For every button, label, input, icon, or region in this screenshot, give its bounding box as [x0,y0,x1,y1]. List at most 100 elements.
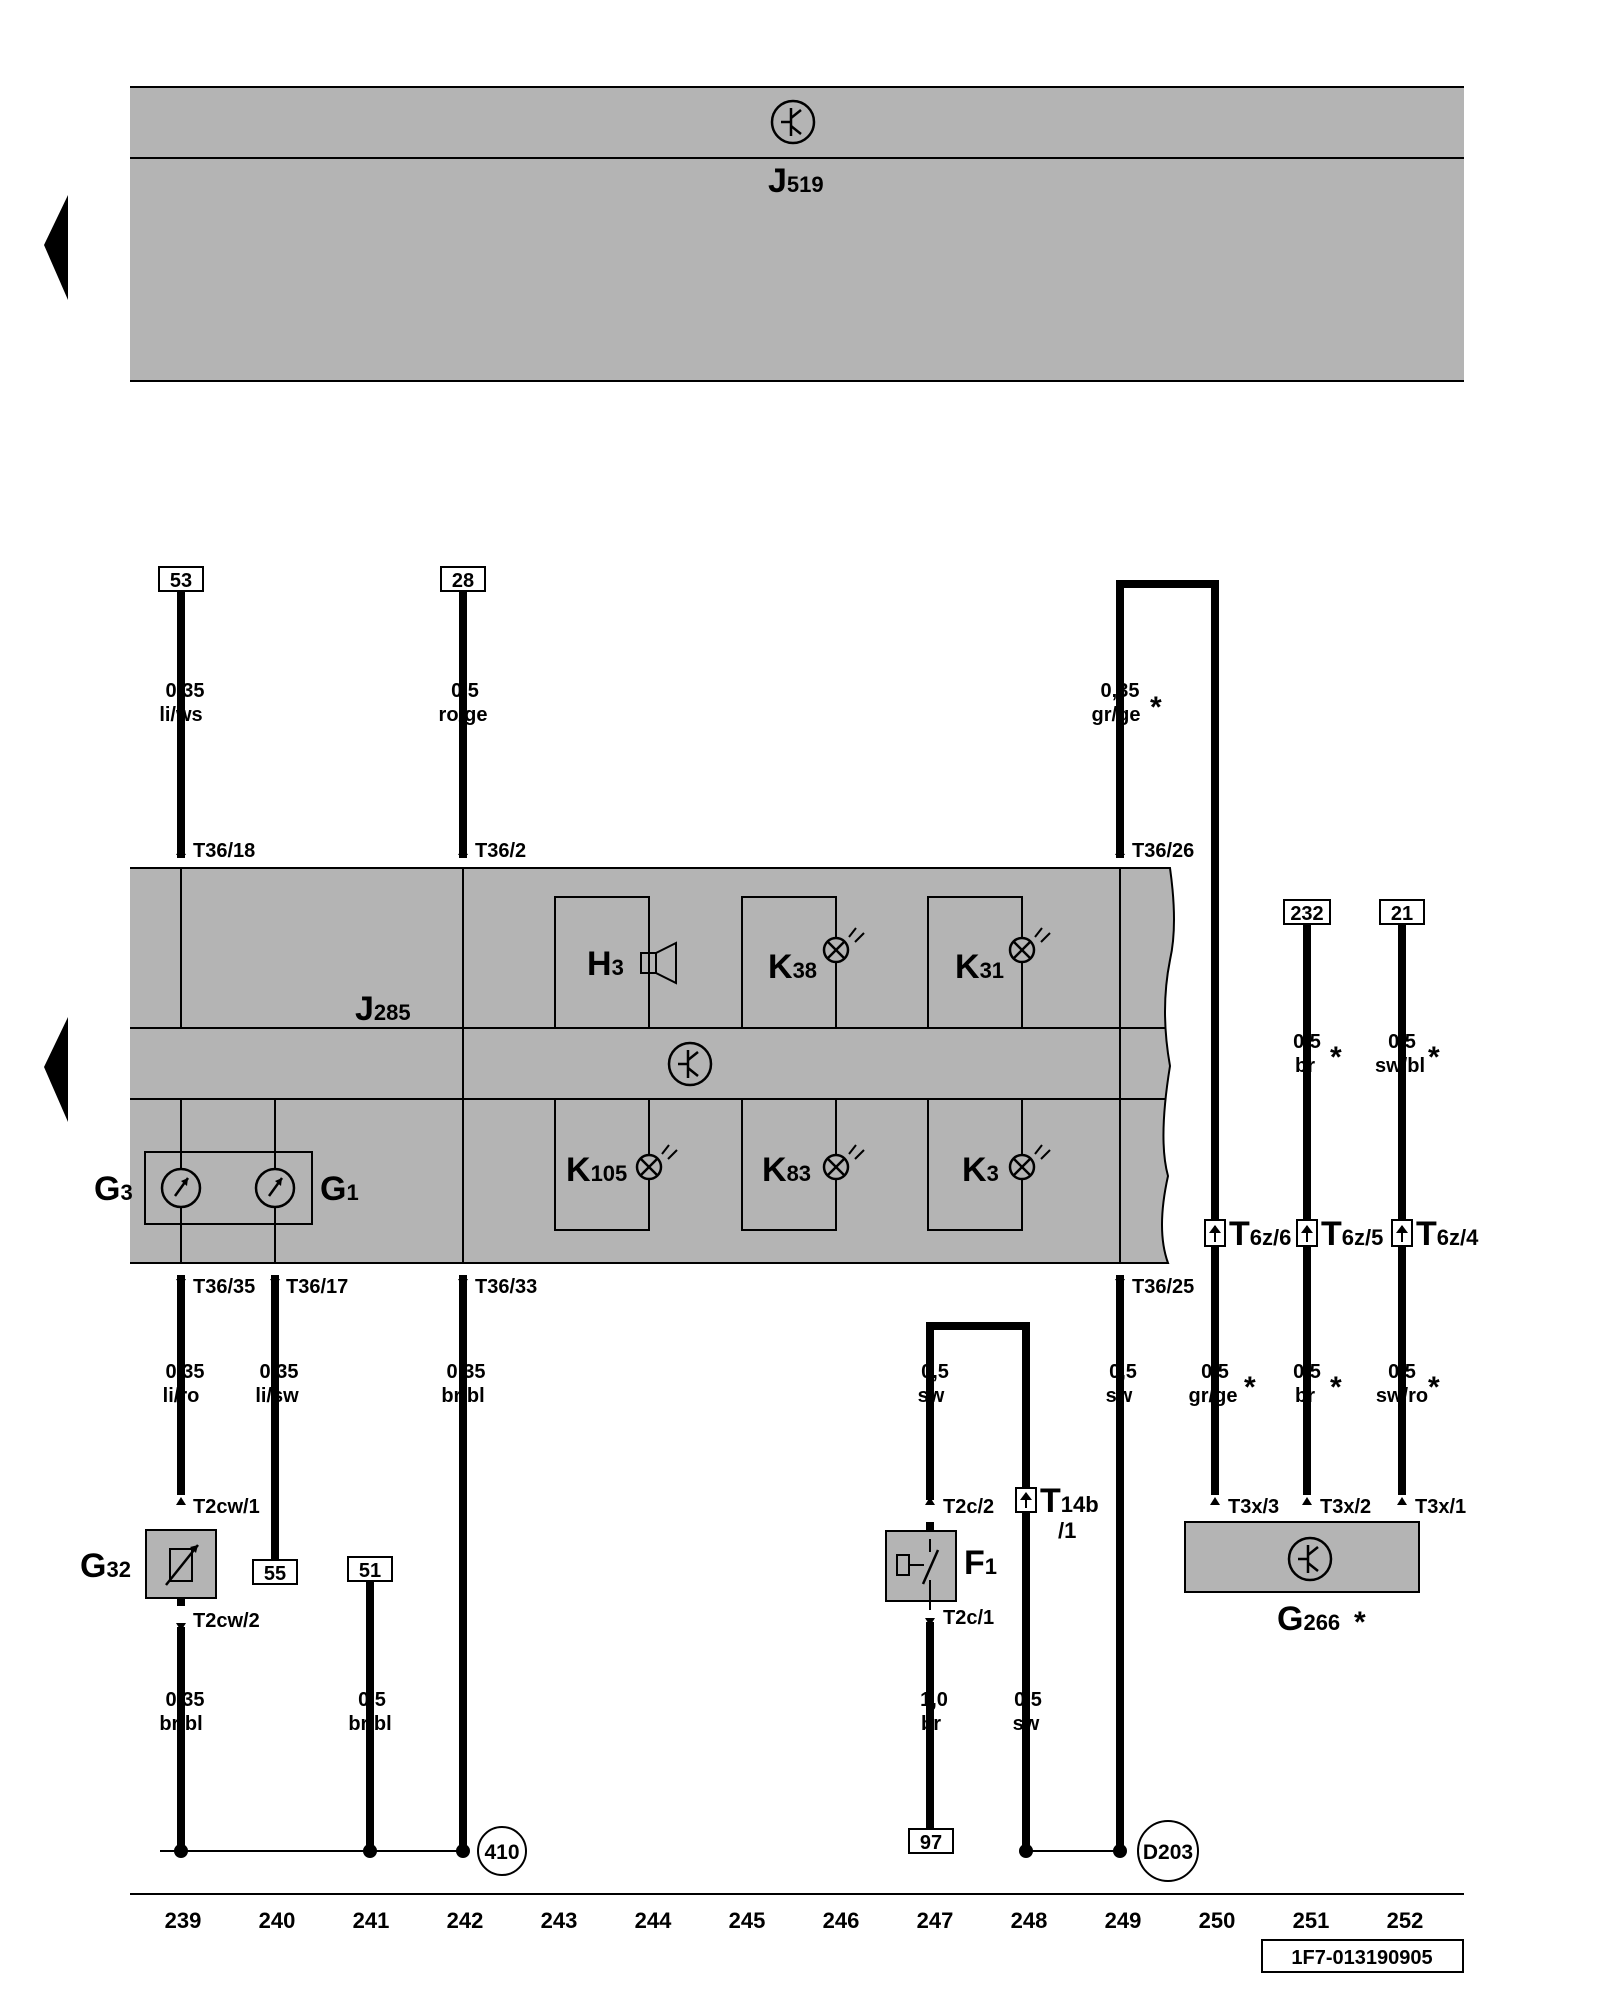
pin-t36-2: T36/2 [475,840,526,862]
wire-240b-size: 0,35 [260,1361,299,1383]
k3-label: K3 [962,1151,999,1189]
svg-text:D203: D203 [1143,1841,1193,1864]
ref-28: 28 [440,566,486,592]
column-number-246: 246 [823,1908,860,1933]
doc-id-box: 1F7-013190905 [1261,1939,1464,1973]
optional-markers: * * * * * * [1150,691,1440,1404]
ref-97: 97 [908,1828,954,1854]
svg-text:232: 232 [1290,903,1323,925]
buzzer-icon [640,941,677,985]
t6z4-label: T6z/4 [1416,1215,1479,1253]
pin-t36-33: T36/33 [475,1276,537,1298]
svg-text:53: 53 [170,570,192,592]
ground-point-410: 410 [477,1826,527,1876]
wire-242a-color: ro/ge [439,704,488,726]
wire-247b-size: 0,5 [921,1361,949,1383]
wire-247b-color: sw [918,1385,945,1407]
svg-text:*: * [1244,1371,1256,1404]
lamp-icon [822,927,865,964]
pin-t36-18: T36/18 [193,840,255,862]
column-number-249: 249 [1105,1908,1142,1933]
column-number-251: 251 [1293,1908,1330,1933]
svg-text:97: 97 [920,1832,942,1854]
pin-t36-26: T36/26 [1132,840,1194,862]
svg-text:21: 21 [1391,903,1413,925]
wire-239c-color: br/bl [159,1713,202,1735]
wire-248c-size: 0,5 [1014,1689,1042,1711]
pin-t36-25: T36/25 [1132,1276,1194,1298]
h3-label: H3 [587,945,624,983]
wire-240b-color: li/sw [255,1385,299,1407]
connector-t6z5: T6z/5 [1296,1215,1383,1253]
k83-label: K83 [762,1151,811,1189]
wire-252a-size: 0,5 [1388,1031,1416,1053]
lamp-icon [1008,1144,1051,1181]
ref-55: 55 [252,1559,298,1585]
g3-label: G3 [94,1170,133,1208]
ref-53: 53 [158,566,204,592]
j285-label: J285 [355,990,411,1028]
wire-249b-size: 0,5 [1109,1361,1137,1383]
svg-text:*: * [1330,1371,1342,1404]
column-number-241: 241 [353,1908,390,1933]
ground-point-d203: D203 [1137,1820,1199,1882]
wire-242b-size: 0,35 [447,1361,486,1383]
connector-t14b: T14b /1 [1015,1482,1099,1543]
wire-labels: 0,35 li/ws 0,5 ro/ge 0,35 gr/ge 0,5 br 0… [159,680,1428,1735]
k31-label: K31 [955,948,1004,986]
svg-text:28: 28 [452,570,474,592]
wire-242a-size: 0,5 [451,680,479,702]
pin-labels: T36/18 T36/2 T36/26 T36/35 T36/17 T36/33… [193,840,1466,1632]
variable-resistor-icon [165,1544,199,1586]
k83-warning-lamp: K83 [762,1099,865,1230]
svg-text:*: * [1428,1041,1440,1074]
pin-t2cw-1: T2cw/1 [193,1496,260,1518]
column-number-240: 240 [259,1908,296,1933]
lamp-icon [822,1144,865,1181]
wire-249a-color: gr/ge [1092,704,1141,726]
wire-250b-size: 0,5 [1201,1361,1229,1383]
j285-body [130,868,1174,1263]
electronic-unit-icon [770,99,816,145]
k105-label: K105 [566,1151,627,1189]
k105-warning-lamp: K105 [566,1099,678,1230]
electronic-unit-icon [667,1041,713,1087]
g266-label: G266 [1277,1600,1340,1638]
wire-252b-color: sw/ro [1376,1385,1428,1407]
g32-sensor: G32 [80,1529,217,1599]
wire-239a-color: li/ws [159,704,202,726]
column-number-243: 243 [541,1908,578,1933]
wire-242b-color: br/bl [441,1385,484,1407]
g266-sensor: G266 * [1184,1521,1420,1639]
lamp-icon [635,1144,678,1181]
wire-251b-size: 0,5 [1293,1361,1321,1383]
wire-252b-size: 0,5 [1388,1361,1416,1383]
ref-21: 21 [1379,899,1425,925]
column-number-244: 244 [635,1908,672,1933]
ref-232: 232 [1283,899,1331,925]
k31-warning-lamp: K31 [955,897,1051,1028]
column-number-242: 242 [447,1908,484,1933]
g32-label: G32 [80,1547,131,1585]
pin-t3x-1: T3x/1 [1415,1496,1466,1518]
ref-51: 51 [347,1556,393,1582]
pin-t3x-3: T3x/3 [1228,1496,1279,1518]
connector-t6z4: T6z/4 [1391,1215,1479,1253]
svg-text:*: * [1330,1041,1342,1074]
svg-text:*: * [1150,691,1162,724]
wire-239b-size: 0,35 [166,1361,205,1383]
wire-241c-size: 0,5 [358,1689,386,1711]
g1-label: G1 [320,1170,359,1208]
pin-t36-17: T36/17 [286,1276,348,1298]
electronic-unit-icon [1287,1536,1333,1582]
wire-250b-color: gr/ge [1189,1385,1238,1407]
wire-239c-size: 0,35 [166,1689,205,1711]
k38-warning-lamp: K38 [768,897,865,1028]
j519-body [130,87,1464,381]
wire-239b-color: li/ro [163,1385,200,1407]
pressure-switch-icon [896,1539,940,1610]
wire-241c-color: br/bl [348,1713,391,1735]
column-number-252: 252 [1387,1908,1424,1933]
pin-t2cw-2: T2cw/2 [193,1610,260,1632]
